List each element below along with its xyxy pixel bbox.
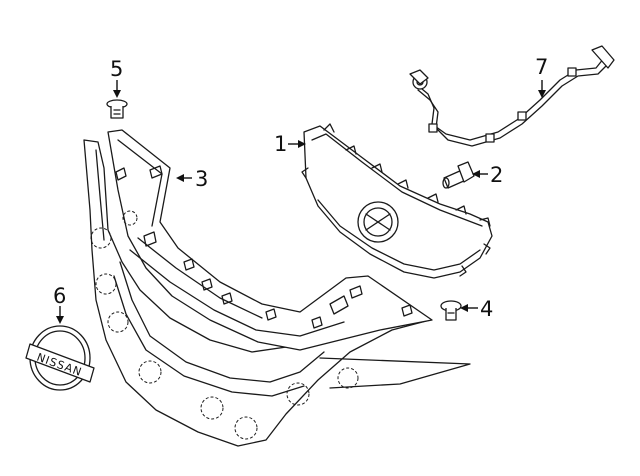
callout-labels: 1 2 3 4 5 6 7: [53, 55, 548, 321]
clip-4-part: [440, 300, 462, 321]
bumper-fascia-part: [83, 129, 471, 447]
bolt-part: [442, 161, 475, 189]
callout-1-label: 1: [274, 132, 287, 156]
clip-5-part: [106, 99, 128, 119]
emblem-part: NISSAN: [25, 325, 95, 391]
callout-4-label: 4: [480, 297, 493, 321]
harness-part: [409, 45, 615, 147]
callout-3-label: 3: [195, 167, 208, 191]
callout-5-label: 5: [110, 57, 123, 81]
grille-part: [301, 123, 493, 279]
callout-6-label: 6: [53, 284, 66, 308]
callout-arrows: [56, 80, 546, 324]
callout-7-label: 7: [535, 55, 548, 79]
callout-2-label: 2: [490, 163, 503, 187]
